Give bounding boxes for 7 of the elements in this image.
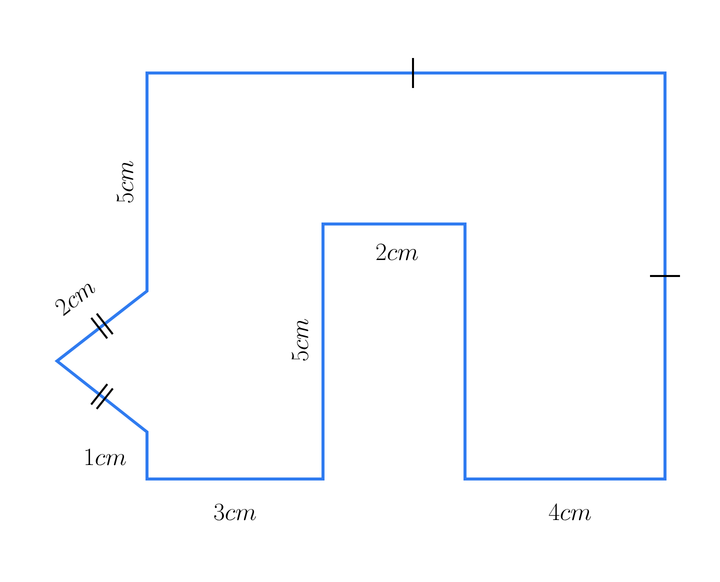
dimension-label: $4cm$ <box>548 503 591 520</box>
dimension-label: $2cm$ <box>55 284 95 316</box>
dimension-label: $5cm$ <box>116 161 134 203</box>
dimension-label: $5cm$ <box>292 319 308 361</box>
dimension-label: $2cm$ <box>376 244 418 260</box>
dimension-label: $1cm$ <box>86 448 126 466</box>
dimension-label: $3cm$ <box>214 504 256 520</box>
